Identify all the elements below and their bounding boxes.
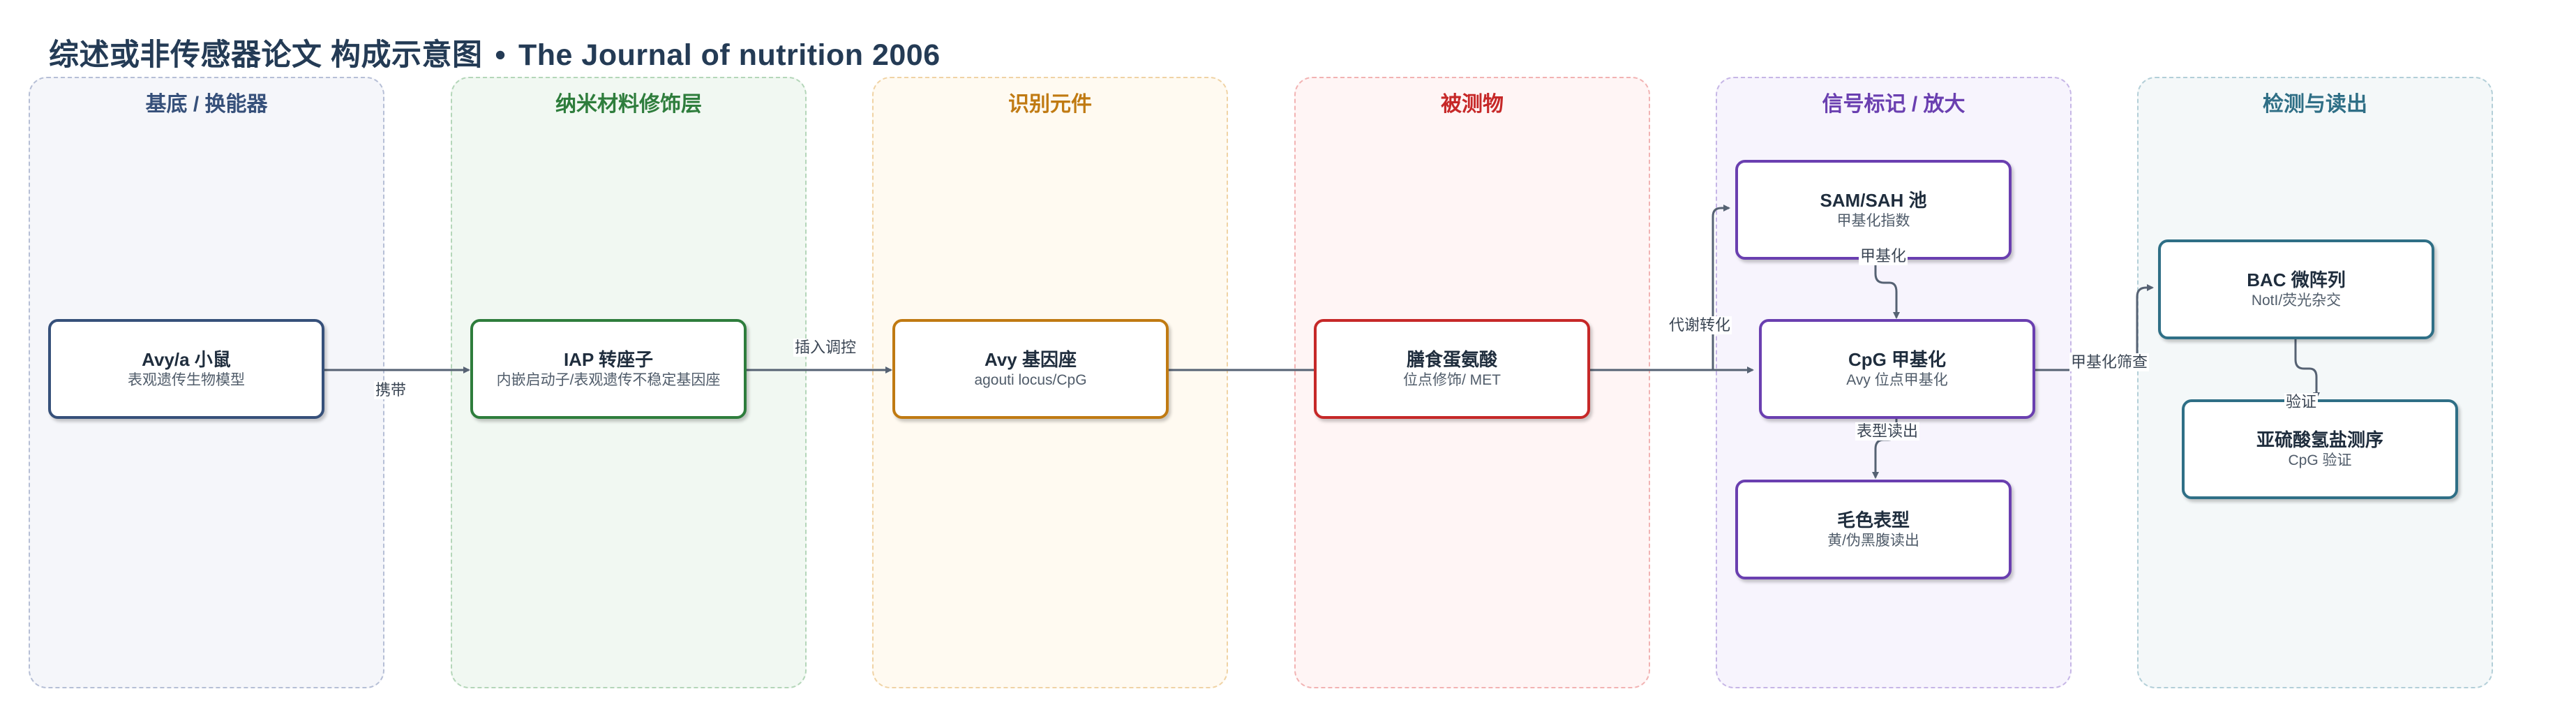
node-methionine-title: 膳食蛋氨酸 [1406,349,1497,370]
node-bisulfite-subtitle: CpG 验证 [2288,452,2352,468]
lane-title-detection: 检测与读出 [2263,93,2367,116]
edge-label-methylation: 甲基化 [1859,247,1908,265]
lane-title-substrate: 基底 / 换能器 [145,93,268,116]
node-bac-subtitle: NotI/荧光杂交 [2251,293,2342,309]
edge-label-carry: 携带 [374,381,408,399]
edge-methylation-line [1874,260,1900,319]
node-avy-mouse[interactable]: Avy/a 小鼠 表观遗传生物模型 [48,319,324,419]
node-bisulfite-seq[interactable]: 亚硫酸氢盐测序 CpG 验证 [2182,399,2458,499]
node-cpg-subtitle: Avy 位点甲基化 [1846,372,1948,388]
edge-label-validation: 验证 [2284,393,2319,411]
node-bac-microarray[interactable]: BAC 微阵列 NotI/荧光杂交 [2158,239,2434,339]
node-cpg-methylation[interactable]: CpG 甲基化 Avy 位点甲基化 [1759,319,2035,419]
node-avy-locus-subtitle: agouti locus/CpG [974,372,1087,388]
node-coat-subtitle: 黄/伪黑腹读出 [1827,533,1919,549]
node-avy-mouse-title: Avy/a 小鼠 [142,349,231,370]
lane-title-recognition: 识别元件 [1008,93,1092,116]
lane-title-nano: 纳米材料修饰层 [555,93,702,116]
page-title: 综述或非传感器论文 构成示意图 • The Journal of nutrition… [49,31,941,74]
node-cpg-title: CpG 甲基化 [1848,349,1947,370]
node-avy-locus[interactable]: Avy 基因座 agouti locus/CpG [892,319,1169,419]
node-methionine[interactable]: 膳食蛋氨酸 位点修饰/ MET [1314,319,1590,419]
node-sam-sah-title: SAM/SAH 池 [1820,190,1927,211]
edge-label-phenotype: 表型读出 [1855,422,1920,441]
node-avy-mouse-subtitle: 表观遗传生物模型 [128,372,245,388]
node-sam-sah[interactable]: SAM/SAH 池 甲基化指数 [1735,160,2012,260]
title-main: 综述或非传感器论文 构成示意图 [49,38,483,72]
node-bisulfite-title: 亚硫酸氢盐测序 [2256,429,2383,450]
node-iap[interactable]: IAP 转座子 内嵌启动子/表观遗传不稳定基因座 [470,319,747,419]
node-iap-subtitle: 内嵌启动子/表观遗传不稳定基因座 [496,372,721,388]
node-bac-title: BAC 微阵列 [2247,269,2346,290]
lane-title-analyte: 被测物 [1441,93,1504,116]
node-avy-locus-title: Avy 基因座 [984,349,1077,370]
node-iap-title: IAP 转座子 [563,349,654,370]
edge-label-screening: 甲基化筛查 [2069,353,2150,371]
lane-title-signal: 信号标记 / 放大 [1822,93,1965,116]
edge-label-insert: 插入调控 [793,339,858,357]
edge-validation-line [2294,339,2320,399]
edge-metabolism-line [1712,205,1730,370]
edge-label-metabolism: 代谢转化 [1668,316,1732,334]
node-methionine-subtitle: 位点修饰/ MET [1403,372,1501,388]
node-coat-phenotype[interactable]: 毛色表型 黄/伪黑腹读出 [1735,480,2012,579]
title-journal: The Journal of nutrition 2006 [518,38,941,72]
title-separator: • [495,38,507,72]
node-sam-sah-subtitle: 甲基化指数 [1836,213,1910,229]
lane-detection [2137,77,2493,688]
node-coat-title: 毛色表型 [1836,510,1910,531]
